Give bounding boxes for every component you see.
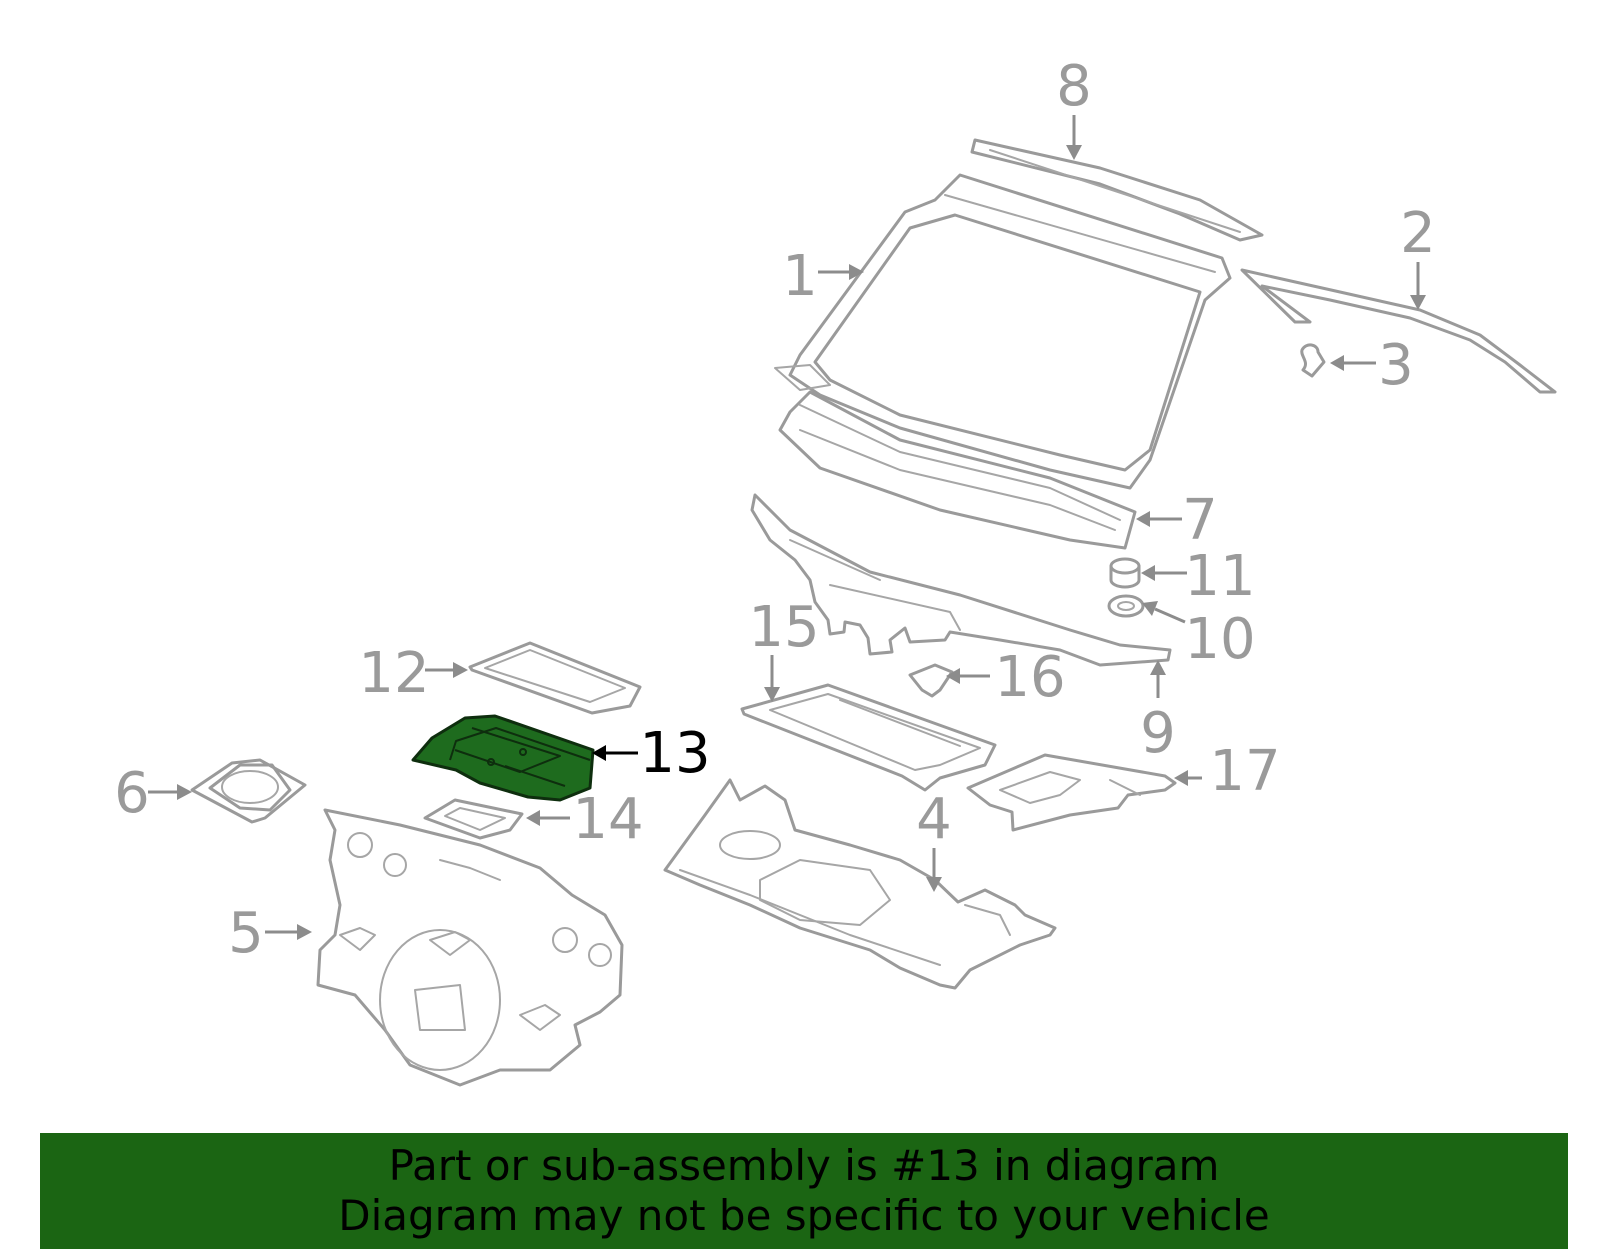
callout-13: 13	[639, 721, 710, 786]
part-14-plate	[423, 798, 524, 840]
callout-8: 8	[1056, 54, 1092, 119]
part-4-insulator	[663, 778, 1057, 990]
part-2-side-molding	[1240, 268, 1557, 394]
callout-4: 4	[916, 787, 952, 852]
part-16-clip	[908, 663, 954, 698]
banner-line-2: Diagram may not be specific to your vehi…	[338, 1191, 1270, 1240]
part-8-roof-strip	[970, 138, 1264, 242]
callout-1: 1	[782, 244, 818, 309]
parts-diagram: 8 1 2 3 7 11 10 9 12 13 15 16 17 6 14 4 …	[114, 54, 1557, 1087]
part-13-highlighted-duct	[411, 714, 595, 802]
callout-14: 14	[572, 787, 643, 852]
callout-labels: 8 1 2 3 7 11 10 9 12 13 15 16 17 6 14 4 …	[114, 54, 1436, 966]
callout-10: 10	[1184, 607, 1255, 672]
part-17-bracket	[966, 753, 1177, 832]
callout-7: 7	[1182, 488, 1218, 553]
callout-5: 5	[228, 901, 264, 966]
callout-16: 16	[994, 645, 1065, 710]
part-9-reinforcement	[750, 493, 1172, 667]
callout-6: 6	[114, 761, 150, 826]
part-11-grommet	[1109, 557, 1141, 589]
part-7-cowl-panel	[778, 390, 1137, 550]
part-5-dash-panel	[316, 808, 624, 1087]
callout-11: 11	[1184, 544, 1255, 609]
banner-line-1: Part or sub-assembly is #13 in diagram	[388, 1141, 1220, 1190]
part-1-windshield	[774, 173, 1232, 490]
callout-15: 15	[748, 595, 819, 660]
notice-banner: Part or sub-assembly is #13 in diagram D…	[40, 1133, 1568, 1249]
part-12-filter	[468, 641, 642, 715]
part-15-panel	[740, 683, 997, 792]
callout-2: 2	[1400, 201, 1436, 266]
part-3-clip	[1300, 343, 1326, 378]
callout-17: 17	[1209, 739, 1280, 804]
callout-12: 12	[358, 641, 429, 706]
callout-9: 9	[1140, 701, 1176, 766]
callout-3: 3	[1378, 333, 1414, 398]
part-10-washer	[1107, 594, 1145, 618]
part-6-speaker	[190, 758, 307, 824]
leader-arrows	[148, 115, 1426, 940]
